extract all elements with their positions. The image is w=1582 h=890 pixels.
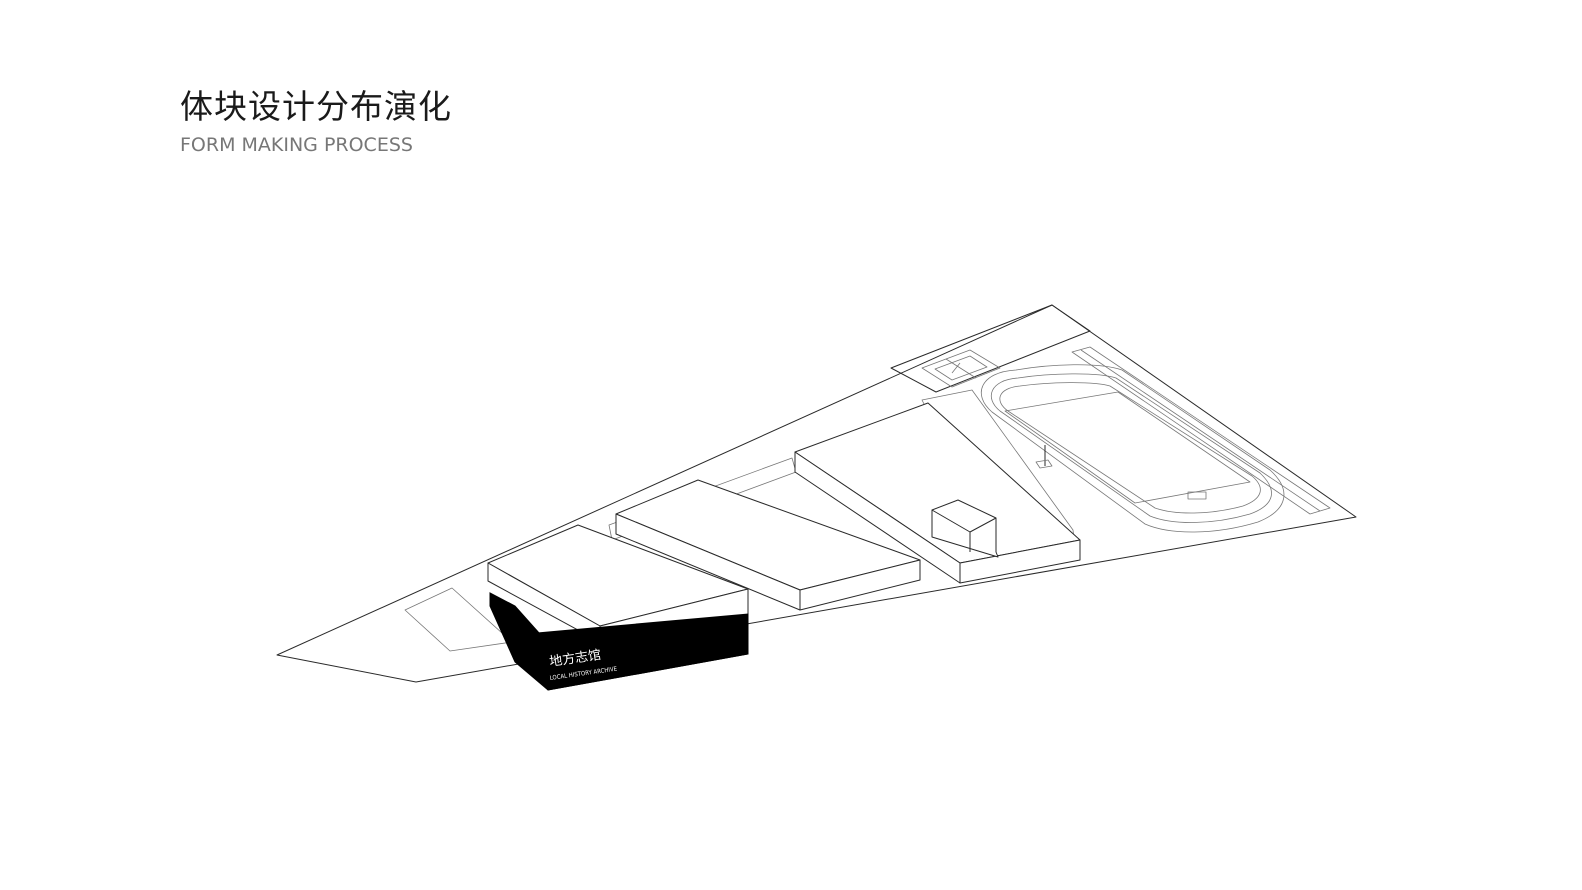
page-title: 体块设计分布演化 xyxy=(180,87,452,126)
tennis-court xyxy=(921,349,1001,388)
archive-label-cn: 地方志馆 xyxy=(548,647,602,670)
building-block-3 xyxy=(615,479,921,611)
building-block-4 xyxy=(794,402,1081,584)
running-lane-line xyxy=(1080,349,1321,512)
running-track xyxy=(981,364,1285,533)
building-block-archive: 地方志馆 LOCAL HISTORY ARCHIVE xyxy=(487,524,749,691)
goal-box xyxy=(1187,491,1207,500)
running-straight xyxy=(1071,346,1331,515)
page-subtitle: FORM MAKING PROCESS xyxy=(180,134,413,156)
site-strip xyxy=(890,304,1091,393)
flagpole-base xyxy=(1035,459,1053,469)
track-field xyxy=(1004,391,1251,504)
title-block: 体块设计分布演化 FORM MAKING PROCESS xyxy=(180,86,452,158)
site-boundary xyxy=(276,304,1357,683)
